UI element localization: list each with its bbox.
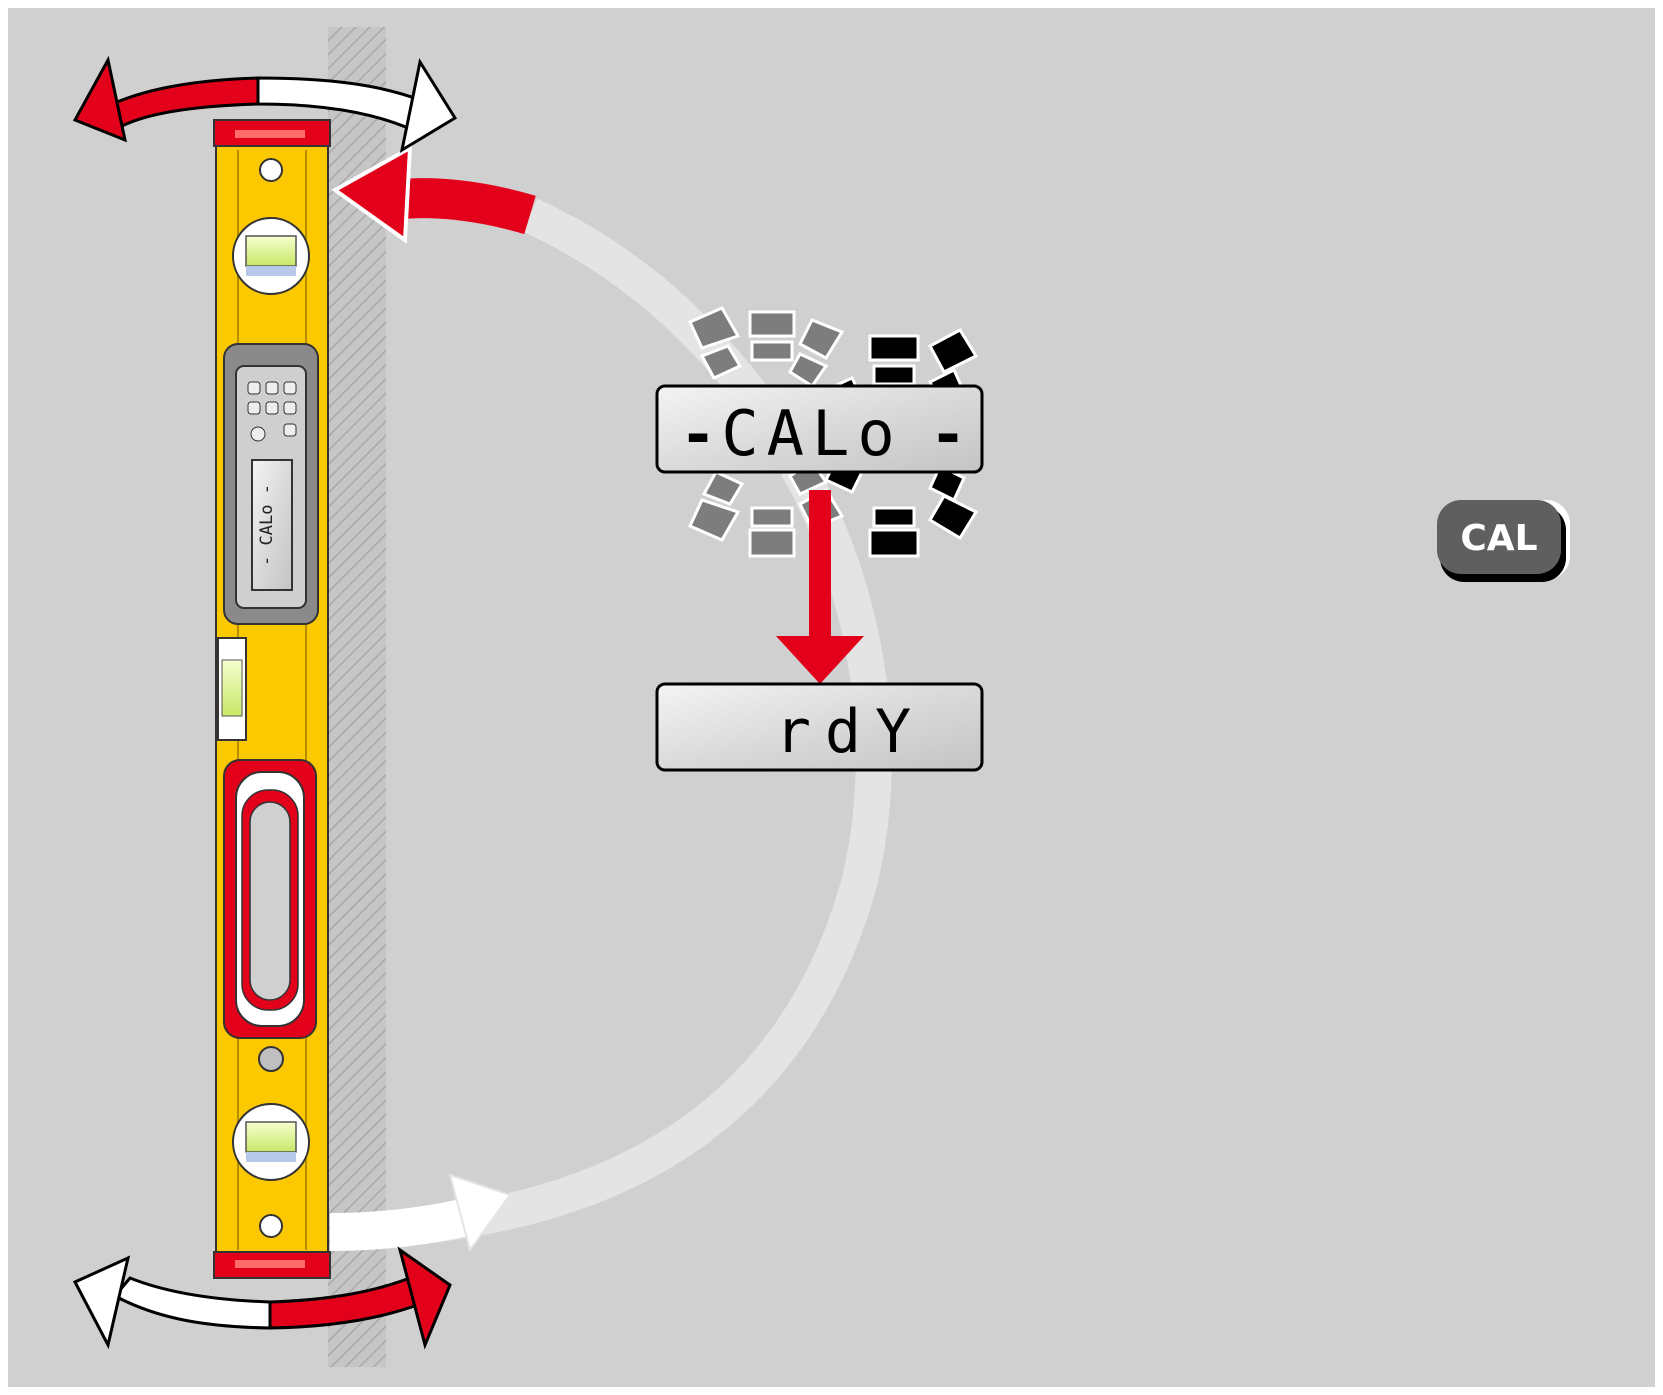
main-display-dash-left: - bbox=[680, 400, 716, 470]
main-display-text: CALo bbox=[721, 397, 902, 470]
rotate-arrow-top-icon bbox=[72, 55, 458, 154]
rotate-arrow-bottom-icon bbox=[72, 1246, 452, 1350]
cal-button-label: CAL bbox=[1460, 518, 1537, 559]
device-keypad bbox=[247, 381, 297, 442]
device-display-text: - CALo - bbox=[257, 484, 277, 566]
main-display-dash-right: - bbox=[930, 400, 966, 470]
down-arrow-icon bbox=[776, 490, 864, 684]
blink-rays-icon bbox=[687, 306, 979, 558]
main-display: - CALo - bbox=[655, 384, 984, 474]
wall-hatch-icon bbox=[328, 27, 386, 1367]
result-display: rdY bbox=[655, 682, 984, 772]
spirit-level-icon: - CALo - bbox=[213, 119, 331, 1279]
result-display-text: rdY bbox=[775, 697, 925, 767]
cal-button[interactable]: CAL bbox=[1437, 500, 1570, 582]
